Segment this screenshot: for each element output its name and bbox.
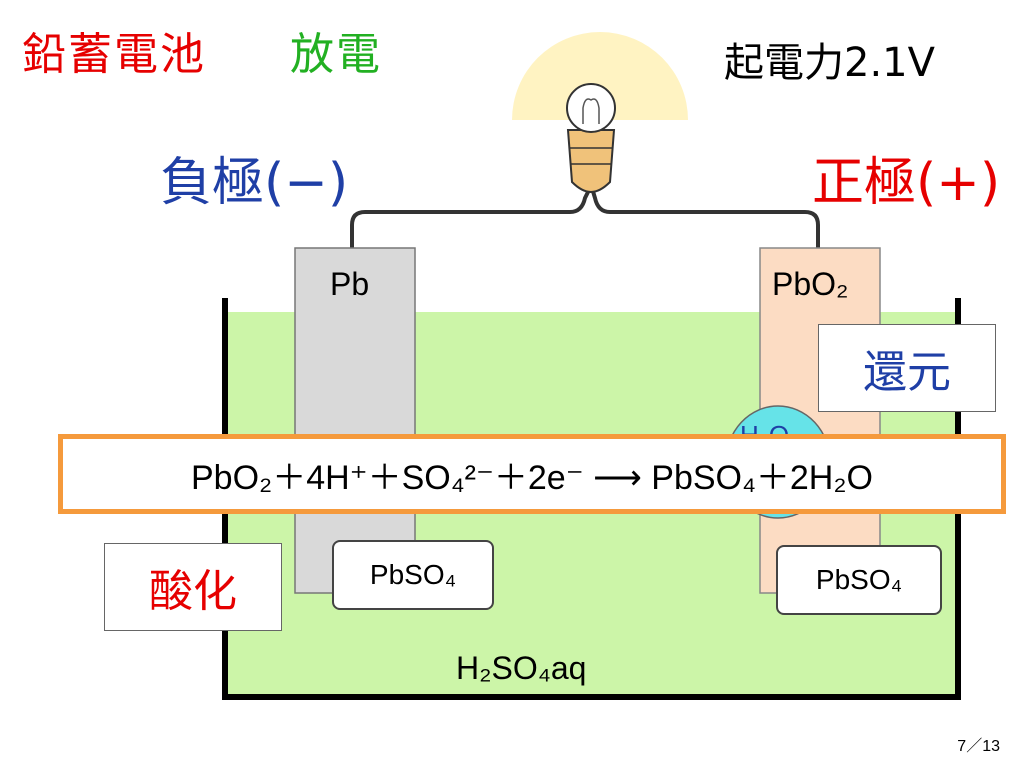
bulb-glow xyxy=(512,32,688,120)
negative-product-label: PbSO₄ xyxy=(332,540,494,610)
light-bulb-icon xyxy=(566,83,616,133)
negative-electrode-label: Pb xyxy=(330,266,370,302)
oxidation-label: 酸化 xyxy=(104,543,282,631)
positive-pole-label: 正極(+) xyxy=(812,153,1001,213)
circuit-wire xyxy=(350,187,820,248)
emf-label: 起電力2.1V xyxy=(724,40,935,86)
discharge-equation: PbO₂＋4H⁺＋SO₄²⁻＋2e⁻ ⟶ PbSO₄＋2H₂O xyxy=(58,434,1006,514)
bulb-base xyxy=(566,129,616,194)
reduction-label: 還元 xyxy=(818,324,996,412)
negative-pole-label: 負極(−) xyxy=(160,153,349,213)
positive-product-label: PbSO₄ xyxy=(776,545,942,615)
title-discharge: 放電 xyxy=(290,29,382,80)
negative-electrode-plate xyxy=(294,247,416,594)
electrolyte-label: H₂SO₄aq xyxy=(456,650,587,686)
title-lead-battery: 鉛蓄電池 xyxy=(22,29,206,80)
positive-electrode-label: PbO₂ xyxy=(772,266,849,302)
page-number: 7／13 xyxy=(957,738,1000,755)
